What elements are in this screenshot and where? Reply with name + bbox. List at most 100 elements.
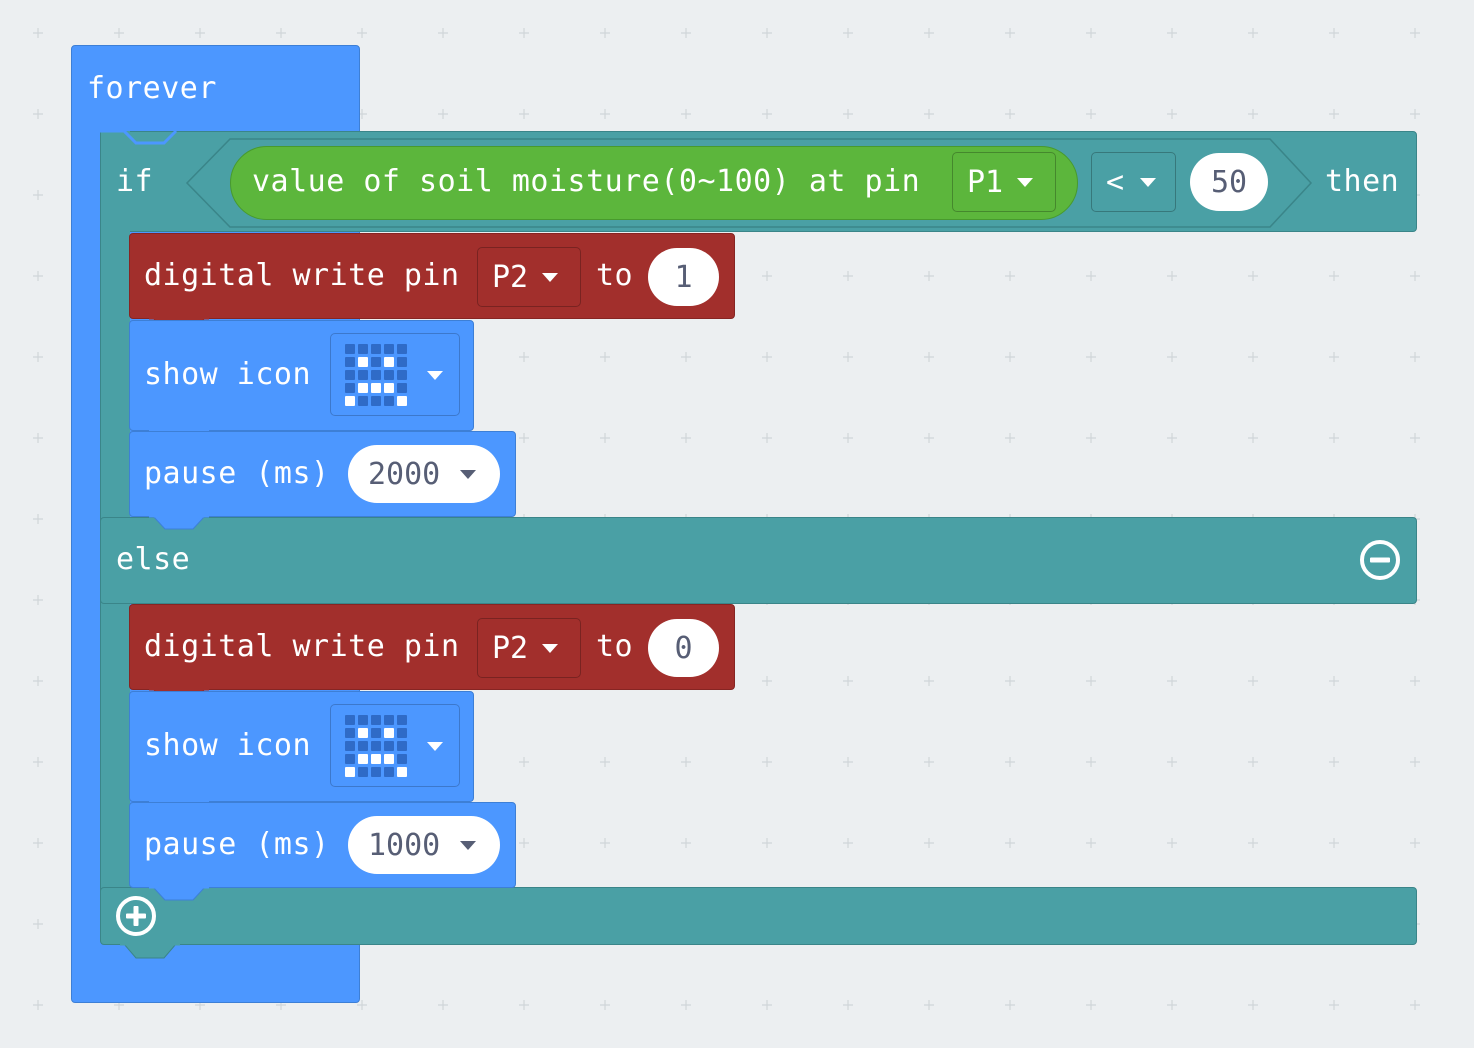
- led-on: [384, 728, 394, 738]
- pause-duration-value: 2000: [368, 456, 441, 492]
- led-off: [358, 767, 368, 777]
- led-off: [397, 754, 407, 764]
- led-off: [397, 728, 407, 738]
- pause-notch: [149, 887, 209, 901]
- led-off: [397, 357, 407, 367]
- led-off: [371, 357, 381, 367]
- sad-face-icon: [345, 715, 407, 777]
- led-off: [384, 741, 394, 751]
- chevron-down-icon: [1140, 177, 1157, 187]
- compare-value-input[interactable]: 50: [1190, 153, 1268, 211]
- led-off: [371, 767, 381, 777]
- led-off: [345, 383, 355, 393]
- led-off: [345, 728, 355, 738]
- remove-else-button[interactable]: [1358, 538, 1402, 582]
- led-off: [345, 715, 355, 725]
- led-on: [397, 396, 407, 406]
- digital-write-block-then[interactable]: [129, 233, 735, 319]
- led-off: [371, 344, 381, 354]
- led-on: [345, 767, 355, 777]
- add-branch-button[interactable]: [114, 894, 158, 938]
- minus-circle-icon: [1360, 540, 1400, 580]
- digital-write-label: digital write pin: [144, 629, 460, 664]
- led-off: [397, 741, 407, 751]
- led-off: [345, 741, 355, 751]
- chevron-down-icon: [460, 840, 477, 850]
- led-off: [371, 396, 381, 406]
- soil-moisture-label: value of soil moisture(0~100) at pin: [252, 164, 921, 199]
- led-off: [384, 344, 394, 354]
- digital-write-block-else[interactable]: [129, 604, 735, 690]
- pause-duration-dropdown[interactable]: 2000: [348, 445, 500, 503]
- if-label: if: [116, 164, 154, 199]
- led-off: [384, 767, 394, 777]
- if-else-footer: [100, 887, 1417, 945]
- icon-picker[interactable]: [330, 333, 460, 416]
- led-off: [397, 383, 407, 393]
- then-label: then: [1325, 164, 1400, 199]
- led-off: [345, 370, 355, 380]
- led-on: [384, 383, 394, 393]
- led-on: [345, 396, 355, 406]
- led-off: [384, 396, 394, 406]
- digital-write-label: digital write pin: [144, 258, 460, 293]
- else-label: else: [116, 542, 191, 577]
- led-off: [371, 741, 381, 751]
- led-on: [358, 357, 368, 367]
- pause-duration-value: 1000: [368, 827, 441, 863]
- led-off: [358, 715, 368, 725]
- pause-notch: [149, 516, 209, 530]
- if-block-top-notch: [100, 129, 178, 145]
- chevron-down-icon: [542, 272, 559, 282]
- led-off: [384, 715, 394, 725]
- chevron-down-icon: [427, 742, 443, 751]
- pin-dropdown-p2[interactable]: P2: [477, 618, 581, 678]
- plus-circle-icon: [116, 896, 156, 936]
- show-icon-block-then[interactable]: [129, 320, 474, 431]
- led-off: [371, 370, 381, 380]
- led-off: [345, 357, 355, 367]
- led-off: [397, 715, 407, 725]
- led-off: [384, 370, 394, 380]
- operator-value: <: [1106, 164, 1125, 200]
- show-icon-label: show icon: [144, 728, 312, 763]
- if-block-bottom-notch: [120, 944, 180, 959]
- pause-label: pause (ms): [144, 827, 330, 862]
- led-off: [345, 344, 355, 354]
- to-label: to: [596, 258, 634, 293]
- led-on: [384, 754, 394, 764]
- led-off: [358, 344, 368, 354]
- pause-label: pause (ms): [144, 456, 330, 491]
- happy-face-icon: [345, 344, 407, 406]
- pin-dropdown-p1[interactable]: P1: [952, 152, 1056, 212]
- digital-value-input[interactable]: 1: [648, 248, 719, 306]
- show-icon-block-else[interactable]: [129, 691, 474, 802]
- led-off: [371, 715, 381, 725]
- pin-value: P2: [492, 630, 529, 666]
- show-icon-label: show icon: [144, 357, 312, 392]
- led-off: [358, 370, 368, 380]
- forever-label: forever: [87, 71, 217, 106]
- chevron-down-icon: [460, 469, 477, 479]
- chevron-down-icon: [427, 371, 443, 380]
- to-label: to: [596, 629, 634, 664]
- pin-value: P1: [967, 164, 1004, 200]
- pin-value: P2: [492, 259, 529, 295]
- chevron-down-icon: [1017, 177, 1034, 187]
- operator-dropdown[interactable]: <: [1091, 152, 1176, 212]
- else-bar[interactable]: [100, 517, 1417, 604]
- icon-picker[interactable]: [330, 704, 460, 787]
- led-off: [345, 754, 355, 764]
- led-on: [371, 754, 381, 764]
- digital-value-input[interactable]: 0: [648, 619, 719, 677]
- led-off: [371, 728, 381, 738]
- pin-dropdown-p2[interactable]: P2: [477, 247, 581, 307]
- led-off: [397, 370, 407, 380]
- pause-duration-dropdown[interactable]: 1000: [348, 816, 500, 874]
- chevron-down-icon: [542, 643, 559, 653]
- led-off: [397, 344, 407, 354]
- soil-moisture-reporter[interactable]: [230, 146, 1078, 220]
- led-off: [358, 396, 368, 406]
- if-else-spine-lower: [100, 604, 130, 894]
- led-on: [358, 728, 368, 738]
